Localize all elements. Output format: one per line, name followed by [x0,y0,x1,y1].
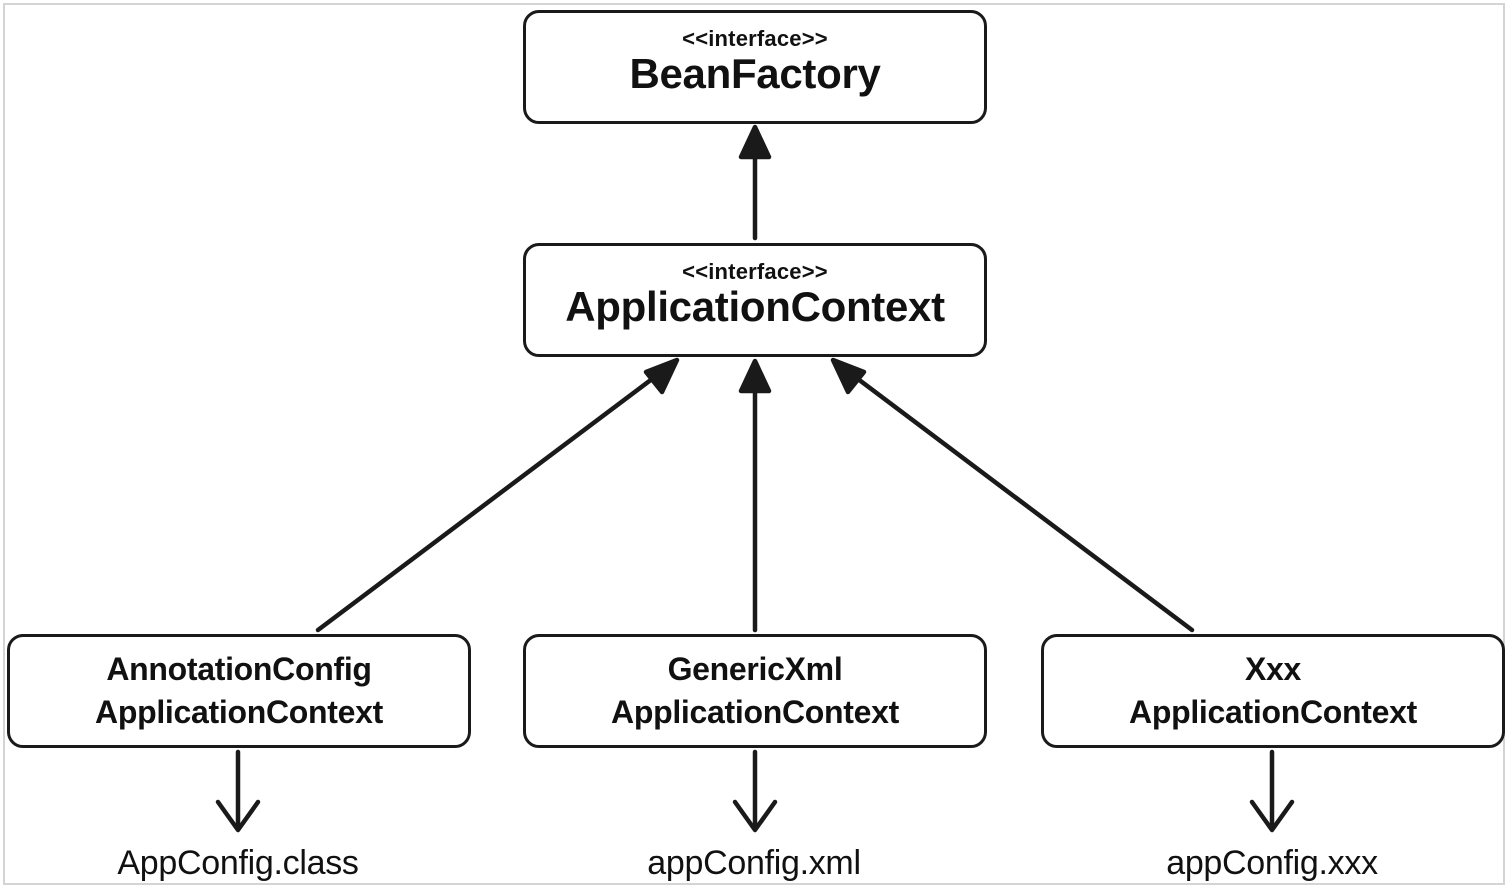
genericxml-line1: GenericXml [667,651,843,687]
applicationcontext-name: ApplicationContext [565,283,945,330]
beanfactory-stereotype: <<interface>> [682,26,828,51]
arrow-xxx-to-config [1249,749,1295,833]
applicationcontext-stereotype: <<interface>> [682,259,828,284]
xxx-line2: ApplicationContext [1129,694,1417,730]
appconfig-xml-label: appConfig.xml [647,844,861,882]
arrow-annotation-to-config [215,749,261,833]
diagram-frame [3,3,1505,885]
arrow-genericxml-to-appcontext [738,358,772,633]
annotationconfig-line1: AnnotationConfig [106,651,372,687]
appconfig-class-label: AppConfig.class [117,844,359,882]
xxx-box: Xxx ApplicationContext [1041,634,1505,748]
xxx-line1: Xxx [1244,651,1302,687]
annotationconfig-box: AnnotationConfig ApplicationContext [7,634,471,748]
beanfactory-box: <<interface>> BeanFactory [523,10,987,124]
applicationcontext-box: <<interface>> ApplicationContext [523,243,987,357]
genericxml-box: GenericXml ApplicationContext [523,634,987,748]
arrow-genericxml-to-config [732,749,778,833]
arrow-annotation-to-appcontext [315,357,680,633]
arrow-appcontext-to-beanfactory [738,124,772,241]
annotationconfig-line2: ApplicationContext [95,694,383,730]
appconfig-xxx-label: appConfig.xxx [1166,844,1378,882]
arrow-xxx-to-appcontext [830,357,1195,633]
genericxml-line2: ApplicationContext [611,694,899,730]
beanfactory-name: BeanFactory [629,50,881,97]
